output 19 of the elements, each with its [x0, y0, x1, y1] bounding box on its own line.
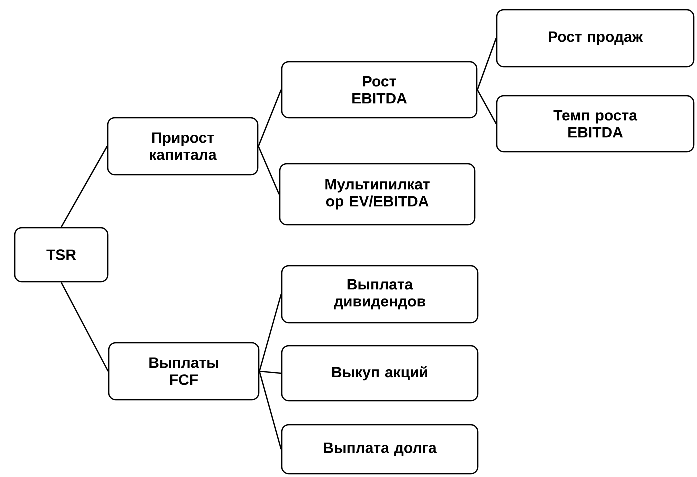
connector-line: [477, 38, 497, 90]
process-box: Рост EBITDA: [281, 61, 478, 119]
process-box: Выкуп акций: [281, 345, 479, 402]
process-box: Выплаты FCF: [108, 342, 260, 401]
process-box: TSR: [14, 227, 109, 283]
connector-line: [477, 90, 497, 124]
connector-line: [258, 90, 282, 147]
process-box: Выплата долга: [281, 424, 479, 475]
connector-line: [259, 371, 282, 450]
process-box: Темп роста EBITDA: [496, 95, 695, 153]
connector-line: [60, 282, 109, 372]
connector-line: [260, 370, 282, 374]
connector-line: [258, 146, 280, 195]
connector-line: [259, 294, 282, 372]
process-box: Выплата дивидендов: [281, 265, 479, 324]
connector-line: [60, 146, 108, 228]
process-box: Мультипилкат ор EV/EBITDA: [279, 163, 476, 226]
process-box: Рост продаж: [496, 9, 695, 68]
process-box: Прирост капитала: [107, 117, 259, 176]
